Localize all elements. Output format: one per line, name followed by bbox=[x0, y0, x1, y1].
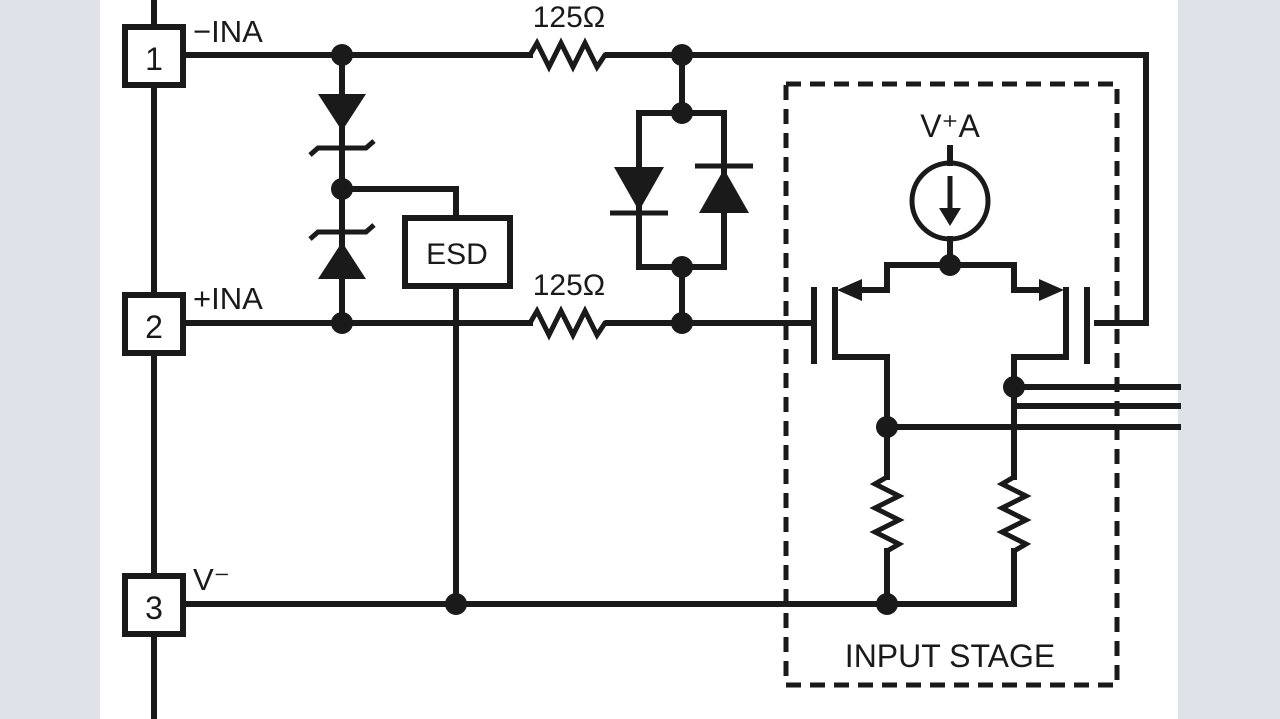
pin-2: 2 +INA bbox=[122, 281, 263, 356]
pin-3: 3 V⁻ bbox=[122, 562, 230, 637]
pin-2-number: 2 bbox=[145, 309, 163, 345]
resistor-top: 125Ω bbox=[527, 1, 608, 73]
pin-2-label: +INA bbox=[193, 281, 263, 316]
resistor-top-label: 125Ω bbox=[533, 1, 605, 34]
resistor-bottom-label: 125Ω bbox=[533, 269, 605, 302]
zener-lower-icon bbox=[318, 242, 366, 279]
diode-down-icon bbox=[614, 167, 664, 211]
zener-upper-icon bbox=[318, 94, 366, 131]
antiparallel-diodes bbox=[610, 44, 753, 334]
supply-label: V⁺A bbox=[920, 108, 980, 144]
diode-up-icon bbox=[699, 169, 749, 213]
esd-block: ESD bbox=[402, 215, 513, 615]
pin-1: 1 −INA bbox=[122, 14, 263, 88]
pin-3-number: 3 bbox=[145, 590, 163, 626]
stage-outputs bbox=[876, 376, 1181, 438]
pin-3-label: V⁻ bbox=[193, 562, 230, 597]
pmos-right bbox=[1011, 262, 1090, 390]
pin-1-label: −INA bbox=[193, 14, 263, 49]
load-resistor-left bbox=[869, 424, 905, 615]
pin-2-box bbox=[122, 292, 186, 356]
pin-1-box bbox=[122, 24, 186, 88]
resistor-bottom: 125Ω bbox=[527, 269, 608, 341]
zener-diode-stack bbox=[308, 44, 459, 334]
pin-1-number: 1 bbox=[145, 41, 163, 77]
esd-label: ESD bbox=[426, 238, 488, 271]
current-source: V⁺A bbox=[884, 108, 1017, 276]
pin-3-box bbox=[122, 573, 186, 637]
pmos-left bbox=[811, 262, 890, 430]
load-resistor-right bbox=[996, 384, 1032, 607]
input-stage-label: INPUT STAGE bbox=[845, 638, 1055, 674]
esd-box bbox=[402, 215, 513, 289]
net-minus-ina bbox=[181, 52, 1149, 326]
